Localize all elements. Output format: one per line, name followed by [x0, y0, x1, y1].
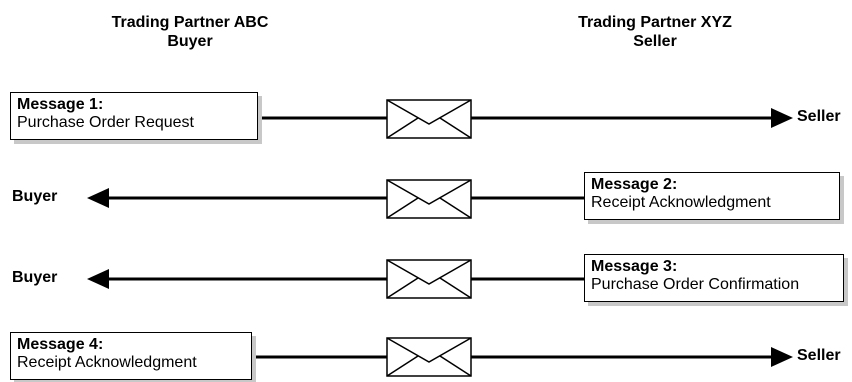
message-title: Message 3: [591, 258, 678, 275]
message-box-3: Message 3: Purchase Order Confirmation [584, 254, 844, 302]
message-subtitle: Receipt Acknowledgment [17, 354, 197, 371]
message-flow-4 [252, 337, 793, 377]
seller-header: Trading Partner XYZ Seller [545, 13, 765, 51]
message-subtitle: Receipt Acknowledgment [591, 194, 771, 211]
end-label-seller: Seller [797, 108, 841, 125]
end-label-seller: Seller [797, 347, 841, 364]
arrowhead-icon [87, 269, 109, 289]
message-subtitle: Purchase Order Request [17, 114, 194, 131]
buyer-header-line2: Buyer [167, 33, 213, 50]
arrowhead-icon [771, 347, 793, 367]
end-label-buyer: Buyer [12, 188, 58, 205]
message-flow-2 [87, 179, 584, 219]
message-box-2: Message 2: Receipt Acknowledgment [584, 172, 840, 220]
message-box-1: Message 1: Purchase Order Request [10, 92, 258, 140]
message-title: Message 2: [591, 176, 678, 193]
envelope-icon [386, 259, 472, 299]
end-label-buyer: Buyer [12, 269, 58, 286]
arrowhead-icon [771, 108, 793, 128]
buyer-header: Trading Partner ABC Buyer [80, 13, 300, 51]
seller-header-line2: Seller [633, 33, 677, 50]
message-flow-3 [87, 259, 584, 299]
envelope-icon [386, 99, 472, 139]
message-box-4: Message 4: Receipt Acknowledgment [10, 332, 252, 380]
message-flow-1 [258, 99, 793, 139]
arrowhead-icon [87, 188, 109, 208]
buyer-header-line1: Trading Partner ABC [111, 14, 269, 31]
message-title: Message 1: [17, 96, 104, 113]
message-subtitle: Purchase Order Confirmation [591, 276, 800, 293]
envelope-icon [386, 337, 472, 377]
seller-header-line1: Trading Partner XYZ [578, 14, 732, 31]
message-title: Message 4: [17, 336, 104, 353]
envelope-icon [386, 179, 472, 219]
